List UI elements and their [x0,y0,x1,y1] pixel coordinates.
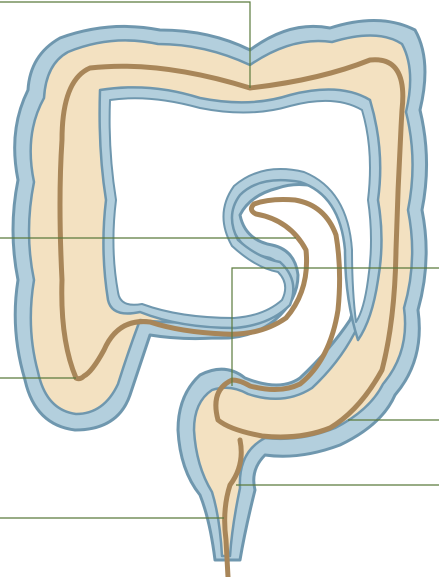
colon-illustration [0,0,439,577]
colon-diagram [0,0,439,577]
